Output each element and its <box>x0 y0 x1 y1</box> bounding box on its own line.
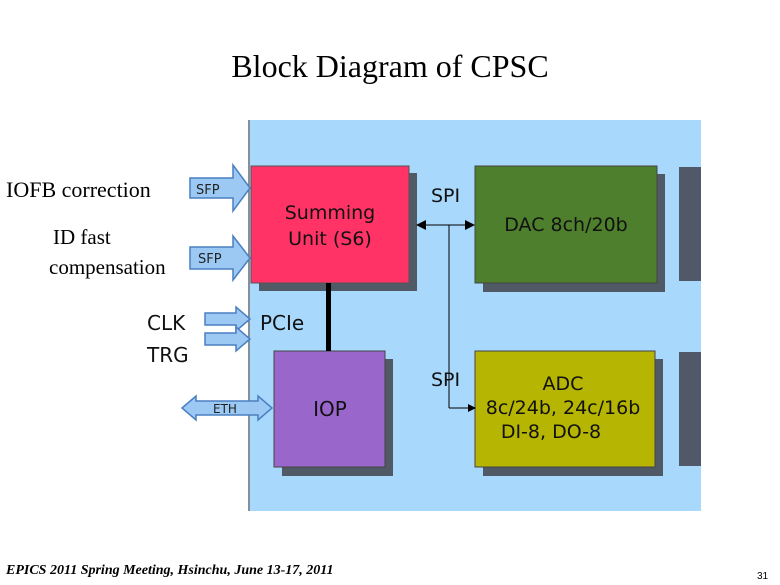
summing-unit-label-1: Summing <box>285 202 376 224</box>
summing-unit-block <box>250 165 410 284</box>
clk-arrow <box>204 305 252 333</box>
adc-label-2: 8c/24b, 24c/16b <box>486 397 641 419</box>
sfp-arrow-2-label: SFP <box>198 252 222 267</box>
compensation-label: compensation <box>49 255 166 279</box>
clk-label: CLK <box>147 311 186 335</box>
adc-label-3: DI-8, DO-8 <box>501 421 601 443</box>
summing-unit-label-2: Unit (S6) <box>288 228 372 250</box>
sfp-arrow-1-label: SFP <box>196 183 220 198</box>
right-edge-block-bottom <box>679 352 701 466</box>
spi-bottom-arrow <box>468 404 476 412</box>
spi-top-label: SPI <box>431 185 460 207</box>
pcie-bus-line <box>326 283 331 351</box>
adc-label-1: ADC <box>543 373 584 395</box>
iofb-correction-label: IOFB correction <box>6 177 151 202</box>
slide-number: 31 <box>757 571 769 582</box>
spi-bottom-label: SPI <box>431 369 460 391</box>
iop-block <box>273 350 386 468</box>
slide-title: Block Diagram of CPSC <box>231 48 549 84</box>
spi-top-arrow-left <box>416 220 426 230</box>
trg-label: TRG <box>146 343 189 367</box>
sfp-arrow-1 <box>189 162 251 214</box>
trg-arrow <box>204 325 252 353</box>
iop-label: IOP <box>313 397 347 421</box>
footer-text: EPICS 2011 Spring Meeting, Hsinchu, June… <box>6 563 334 578</box>
eth-arrow <box>180 394 274 422</box>
id-fast-label: ID fast <box>53 225 111 249</box>
sfp-arrow-2 <box>189 233 251 283</box>
eth-arrow-label: ETH <box>213 402 237 416</box>
dac-block <box>474 165 658 284</box>
adc-block <box>474 350 656 468</box>
right-edge-block-top <box>679 167 701 281</box>
spi-top-arrow-right <box>465 220 475 230</box>
pcie-label: PCIe <box>260 311 304 335</box>
dac-label: DAC 8ch/20b <box>504 214 627 236</box>
